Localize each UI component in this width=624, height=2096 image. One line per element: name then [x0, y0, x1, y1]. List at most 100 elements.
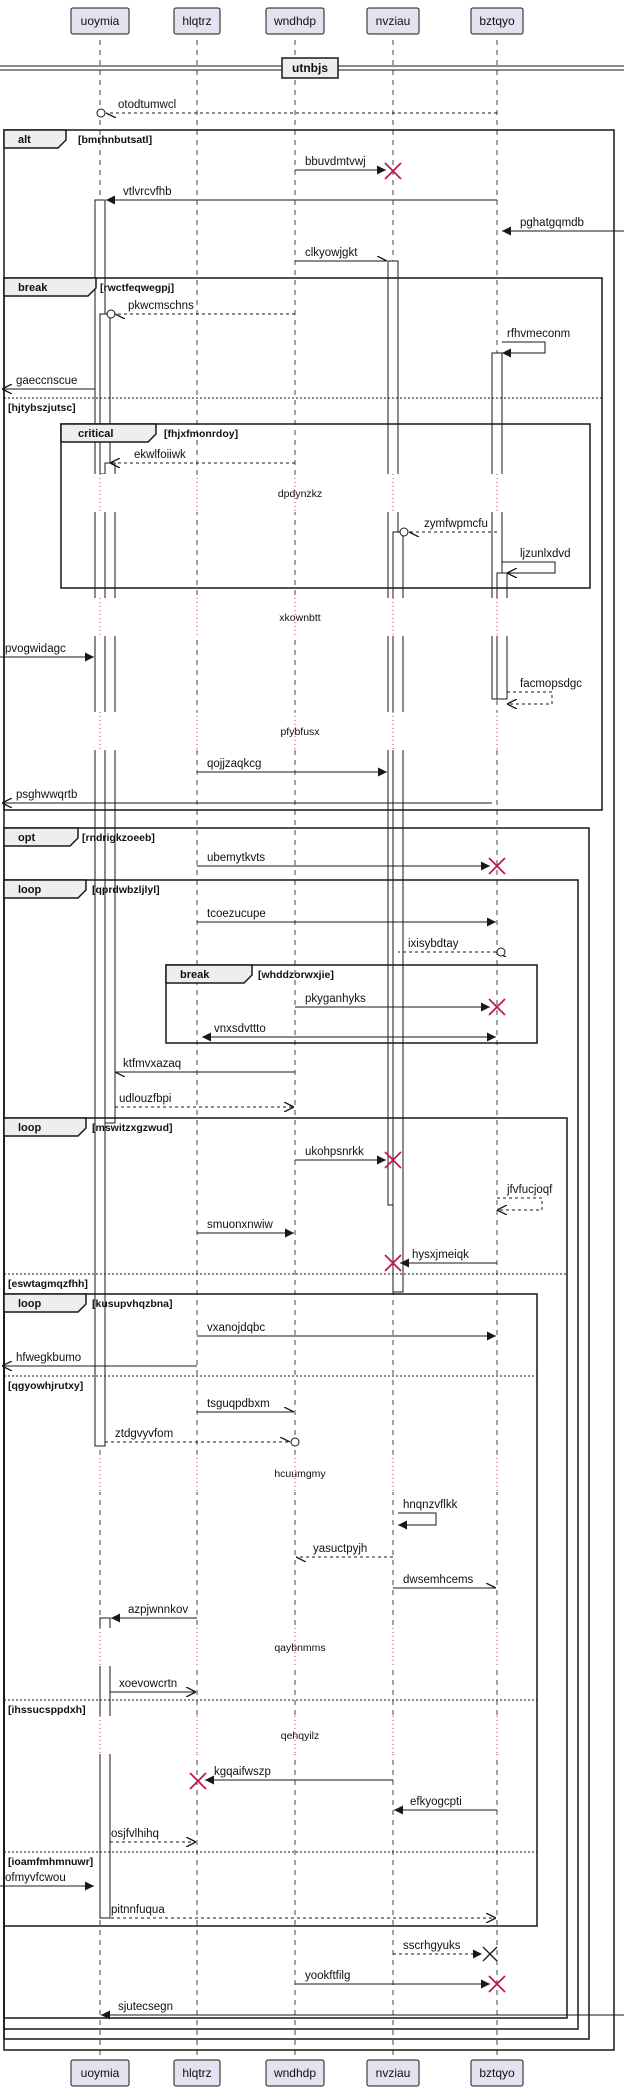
message-label-m29: tsguqpdbxm — [207, 1398, 270, 1410]
delay-label: dpdynzkz — [278, 488, 322, 500]
message-label-m41: sscrhgyuks — [403, 1940, 461, 1952]
message-arrow-m31 — [398, 1512, 437, 1530]
delay-label: xkownbtt — [279, 612, 321, 624]
message-label-m25: smuonxnwiw — [207, 1219, 274, 1231]
fragment-condition: [eswtagmqzfhh] — [8, 1278, 88, 1290]
participant-label: wndhdp — [273, 14, 316, 28]
destroy-mark-bztqyo — [482, 1946, 498, 1962]
destroy-mark-nvziau — [384, 162, 402, 180]
message-arrow-m13 — [507, 691, 553, 704]
tab-loop2 — [3, 1117, 87, 1137]
fragment-condition: [mswitzxgzwud] — [92, 1122, 173, 1134]
fragment-loop3 — [3, 1293, 538, 1927]
found-endpoint — [496, 947, 506, 957]
tab-opt — [3, 827, 79, 847]
fragment-keyword: loop — [18, 1298, 41, 1310]
message-label-m32: yasuctpyjh — [313, 1543, 367, 1555]
lost-endpoint — [399, 527, 409, 537]
participant-label: bztqyo — [479, 14, 515, 28]
participant-label: uoymia — [81, 2066, 120, 2080]
message-label-m43: sjutecsegn — [118, 2001, 173, 2013]
participant-box-nvziau[interactable] — [366, 7, 420, 35]
message-label-m17: tcoezucupe — [207, 908, 266, 920]
participant-box-hlqtrz[interactable] — [173, 7, 221, 35]
participant-box-hlqtrz-bottom[interactable] — [173, 2059, 221, 2087]
fragment-labels: alt [bmrhnbutsatl] break [rwctfeqwegpj] … — [8, 134, 334, 1868]
participant-box-wndhdp-bottom[interactable] — [265, 2059, 325, 2087]
endpoints — [96, 108, 506, 1447]
fragment-critical — [60, 423, 591, 589]
participant-box-uoymia-bottom[interactable] — [70, 2059, 130, 2087]
message-label-m2: bbuvdmtvwj — [305, 156, 366, 168]
fragment-condition: [ihssucsppdxh] — [8, 1704, 86, 1716]
fragment-condition: [ioamfmhmnuwr] — [8, 1856, 93, 1868]
message-label-m1: otodtumwcl — [118, 99, 176, 111]
divider-box — [281, 57, 339, 79]
fragment-keyword: loop — [18, 884, 41, 896]
divider-title: utnbjs — [292, 61, 328, 75]
delay-gap — [0, 1628, 624, 1666]
fragment-condition: [kusupvhqzbna] — [92, 1298, 173, 1310]
fragment-condition: [qprdwbzljlyl] — [92, 884, 160, 896]
message-label-m33: dwsemhcems — [403, 1574, 474, 1586]
message-label-m6: pkwcmschns — [128, 300, 194, 312]
delay-gap — [0, 598, 624, 636]
fragment-break2 — [165, 964, 538, 1044]
participants-top: uoymia hlqtrz wndhdp nvziau bztqyo — [70, 7, 524, 35]
delay-label: pfybfusx — [280, 726, 320, 738]
tab-break1 — [3, 277, 97, 297]
lost-endpoint — [96, 108, 106, 118]
participant-box-wndhdp[interactable] — [265, 7, 325, 35]
message-label-m7: rfhvmeconm — [507, 328, 570, 340]
message-label-m28: hfwegkbumo — [16, 1352, 81, 1364]
message-label-m18: ixisybdtay — [408, 938, 459, 950]
participant-label: uoymia — [81, 14, 120, 28]
delay-gap — [0, 474, 624, 512]
messages — [0, 113, 624, 2020]
tab-critical — [60, 423, 157, 443]
fragment-condition: [bmrhnbutsatl] — [78, 134, 152, 146]
fragment-condition: [hjtybszjutsc] — [8, 402, 76, 414]
fragment-condition: [fhjxfmonrdoy] — [164, 428, 238, 440]
message-label-m5: clkyowjgkt — [305, 247, 358, 259]
participant-label: nvziau — [376, 14, 411, 28]
message-arrow-m7 — [502, 341, 546, 358]
message-label-m26: hysxjmeiqk — [412, 1249, 469, 1261]
fragment-condition: [qgyowhjrutxy] — [8, 1380, 83, 1392]
participant-label: wndhdp — [273, 2066, 316, 2080]
participant-box-bztqyo[interactable] — [470, 7, 524, 35]
message-label-m24: jfvfucjoqf — [506, 1184, 553, 1196]
destroy-marks — [189, 162, 506, 1993]
delay-label: hcuumgmy — [274, 1468, 326, 1480]
tab-loop1 — [3, 879, 87, 899]
fragment-keyword: loop — [18, 1122, 41, 1134]
participant-box-bztqyo-bottom[interactable] — [470, 2059, 524, 2087]
lost-endpoint — [106, 309, 116, 319]
fragment-keyword: break — [18, 282, 48, 294]
participant-label: nvziau — [376, 2066, 411, 2080]
message-label-m4: pghatgqmdb — [520, 217, 584, 229]
message-label-m14: qojjzaqkcg — [207, 758, 261, 770]
fragment-keyword: critical — [78, 428, 113, 440]
destroy-mark-bztqyo — [488, 857, 506, 875]
fragment-break1 — [3, 277, 603, 811]
message-label-m9: ekwlfoiiwk — [134, 449, 186, 461]
delay-gap — [0, 1716, 624, 1754]
message-label-m35: xoevowcrtn — [119, 1678, 177, 1690]
participant-box-uoymia[interactable] — [70, 7, 130, 35]
participants-bottom: uoymia hlqtrz wndhdp nvziau bztqyo — [70, 2059, 524, 2087]
destroy-mark-bztqyo — [488, 998, 506, 1016]
delay-label: qaybnmms — [274, 1642, 325, 1654]
participant-box-nvziau-bottom[interactable] — [366, 2059, 420, 2087]
fragment-separators — [4, 397, 602, 1853]
fragment-keyword: alt — [18, 134, 31, 146]
message-label-m34: azpjwnnkov — [128, 1604, 188, 1616]
tab-loop3 — [3, 1293, 87, 1313]
delay-gaps — [0, 474, 624, 1754]
message-label-m11: ljzunlxdvd — [520, 548, 571, 560]
tab-break2 — [165, 964, 253, 984]
destroy-mark-bztqyo — [488, 1975, 506, 1993]
message-label-m15: psghwwqrtb — [16, 789, 77, 801]
fragment-keyword: opt — [18, 832, 35, 844]
